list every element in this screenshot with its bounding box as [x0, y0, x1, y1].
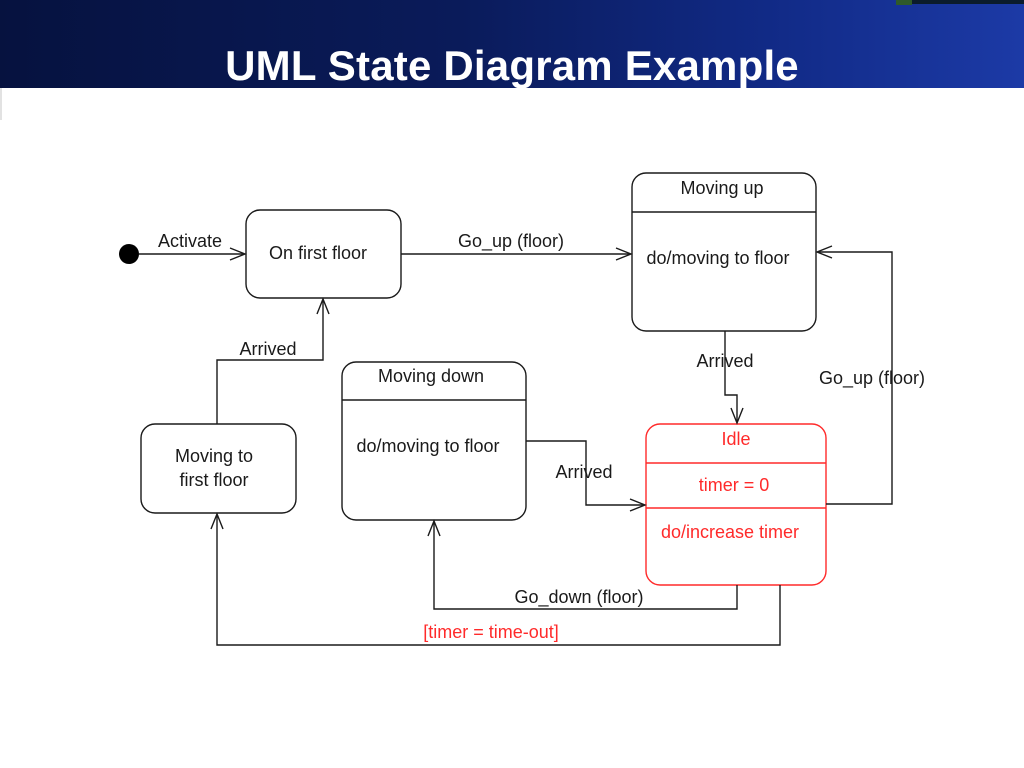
transition-go-up-idle	[815, 245, 893, 505]
state-moving-up-name: Moving up	[680, 178, 763, 198]
transition-arrived-down	[526, 440, 647, 512]
transition-go-up-idle-label: Go_up (floor)	[819, 368, 925, 389]
state-idle-activity: do/increase timer	[661, 522, 799, 542]
slide-header	[0, 0, 1024, 88]
transition-timeout-label: [timer = time-out]	[423, 622, 559, 642]
state-moving-to-first-floor	[140, 423, 297, 514]
state-moving-to-first-floor-line1: Moving to	[175, 446, 253, 466]
state-moving-down-activity: do/moving to floor	[356, 436, 499, 456]
transition-arrived-up	[724, 331, 744, 425]
transition-go-up-first	[401, 247, 633, 261]
transition-activate	[139, 247, 247, 261]
transition-timeout	[210, 512, 781, 646]
state-moving-down-name: Moving down	[378, 366, 484, 386]
state-moving-to-first-floor-line2: first floor	[179, 470, 248, 490]
slide-title: UML State Diagram Example	[225, 42, 799, 89]
transition-go-down	[427, 519, 738, 610]
header-corner-band	[898, 0, 1024, 4]
transition-arrived-first	[216, 297, 330, 424]
initial-state-dot	[119, 244, 139, 264]
state-idle-entry: timer = 0	[699, 475, 770, 495]
state-moving-up-activity: do/moving to floor	[646, 248, 789, 268]
transition-arrived-first-label: Arrived	[239, 339, 296, 359]
state-on-first-floor-label: On first floor	[269, 243, 367, 263]
left-edge-strip	[0, 88, 2, 120]
transition-arrived-down-label: Arrived	[555, 462, 612, 482]
transition-arrived-up-label: Arrived	[696, 351, 753, 371]
transition-activate-label: Activate	[158, 231, 222, 251]
header-corner-mark	[896, 0, 912, 5]
transition-go-down-label: Go_down (floor)	[514, 587, 643, 608]
transition-go-up-first-label: Go_up (floor)	[458, 231, 564, 252]
state-idle-name: Idle	[721, 429, 750, 449]
